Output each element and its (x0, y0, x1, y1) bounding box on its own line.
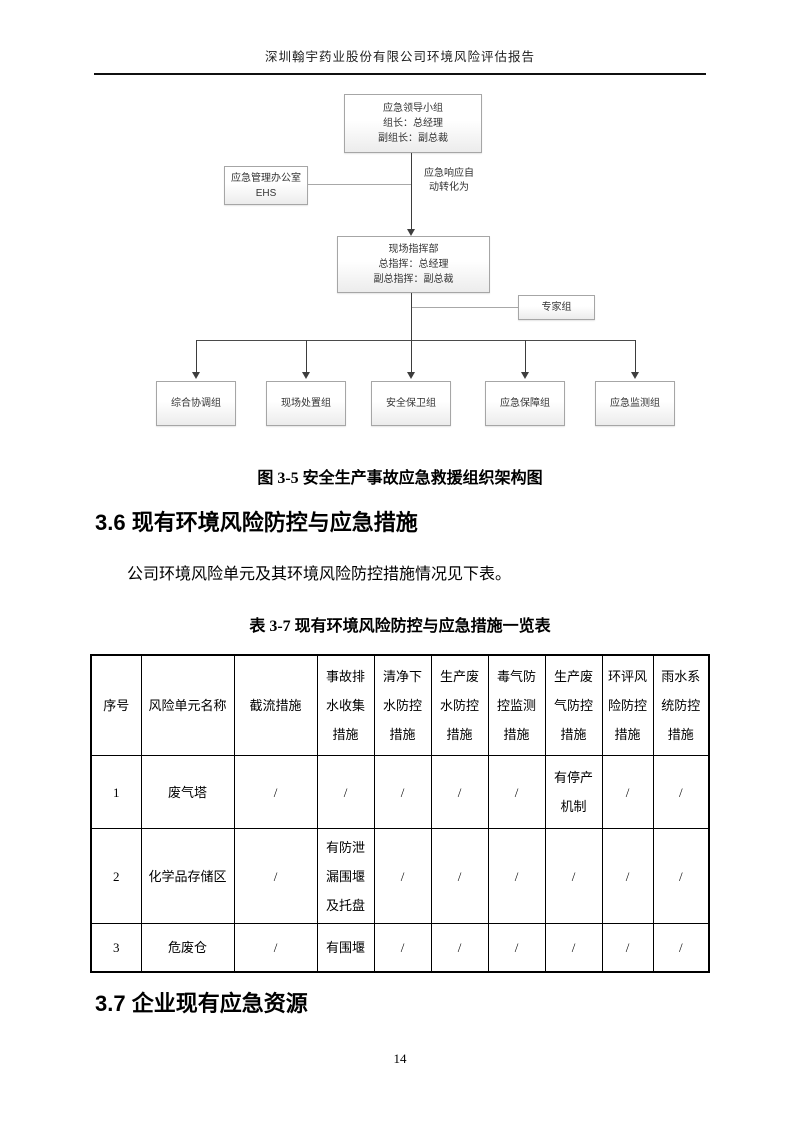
connector-line (635, 340, 636, 373)
table-header-cell: 生产废气防控措施 (544, 654, 603, 756)
table-row: 2 化学品存储区 / 有防泄漏围堰及托盘 / / / / / / (90, 828, 710, 924)
node-line: 专家组 (541, 302, 572, 313)
table-header-cell: 风险单元名称 (140, 654, 235, 756)
table-cell: 有防泄漏围堰及托盘 (316, 828, 375, 924)
section-heading-3-6: 3.6 现有环境风险防控与应急措施 (95, 510, 418, 535)
table-cell: 有停产机制 (544, 755, 603, 829)
figure-caption: 图 3-5 安全生产事故应急救援组织架构图 (257, 470, 543, 487)
table-cell: / (487, 755, 546, 829)
table-row: 1 废气塔 / / / / / 有停产机制 / / (90, 755, 710, 829)
node-line: 副组长：副总裁 (378, 133, 448, 144)
table-cell: / (652, 755, 710, 829)
table-cell: 1 (90, 755, 142, 829)
table-cell: / (487, 923, 546, 973)
risk-measures-table: 序号 风险单元名称 截流措施 事故排水收集措施 清净下水防控措施 生产废水防控措… (90, 654, 710, 973)
table-cell: / (373, 755, 432, 829)
node-line: 应急领导小组 (383, 103, 443, 114)
node-line: 应急管理办公室 (231, 172, 301, 184)
arrow-down-icon (407, 372, 415, 379)
table-header-cell: 事故排水收集措施 (316, 654, 375, 756)
running-header: 深圳翰宇药业股份有限公司环境风险评估报告 (264, 50, 535, 64)
table-cell: / (652, 828, 710, 924)
table-header-cell: 环评风险防控措施 (601, 654, 654, 756)
table-cell: / (233, 828, 318, 924)
node-line: EHS (255, 187, 277, 199)
arrow-down-icon (631, 372, 639, 379)
node-line: 现场指挥部 (388, 244, 439, 255)
table-caption: 表 3-7 现有环境风险防控与应急措施一览表 (249, 618, 551, 635)
node-team-monitoring: 应急监测组 (595, 381, 675, 426)
table-cell: 有围堰 (316, 923, 375, 973)
table-header-row: 序号 风险单元名称 截流措施 事故排水收集措施 清净下水防控措施 生产废水防控措… (90, 654, 710, 756)
node-emergency-leading-group: 应急领导小组 组长：总经理 副组长：副总裁 (344, 94, 482, 153)
arrow-down-icon (192, 372, 200, 379)
node-team-coordination: 综合协调组 (156, 381, 236, 426)
flow-annotation: 应急响应自动转化为 (424, 168, 474, 193)
table-cell: / (233, 923, 318, 973)
table-cell: / (601, 923, 654, 973)
page-number: 14 (393, 1051, 407, 1066)
arrow-down-icon (302, 372, 310, 379)
node-team-security: 安全保卫组 (371, 381, 451, 426)
table-cell: 化学品存储区 (140, 828, 235, 924)
node-line: 总指挥：总经理 (378, 259, 449, 270)
table-cell: / (544, 923, 603, 973)
section-heading-3-7: 3.7 企业现有应急资源 (95, 991, 308, 1016)
table-cell: / (487, 828, 546, 924)
connector-line (411, 293, 412, 340)
node-expert-group: 专家组 (518, 295, 595, 320)
table-cell: / (316, 755, 375, 829)
connector-line (525, 340, 526, 373)
table-cell: 废气塔 (140, 755, 235, 829)
table-cell: / (373, 828, 432, 924)
table-header-cell: 生产废水防控措施 (430, 654, 489, 756)
arrow-down-icon (407, 229, 415, 236)
arrow-down-icon (521, 372, 529, 379)
table-cell: / (430, 923, 489, 973)
table-cell: / (544, 828, 603, 924)
connector-line (411, 153, 412, 230)
table-cell: / (430, 828, 489, 924)
node-site-command: 现场指挥部 总指挥：总经理 副总指挥：副总裁 (337, 236, 490, 293)
connector-line (308, 184, 411, 185)
table-cell: 2 (90, 828, 142, 924)
connector-line (412, 307, 518, 308)
node-emergency-management-office: 应急管理办公室 EHS (224, 166, 308, 205)
node-line: 组长：总经理 (383, 118, 443, 129)
table-cell: / (652, 923, 710, 973)
table-cell: / (601, 755, 654, 829)
connector-line (196, 340, 635, 341)
table-cell: 危废仓 (140, 923, 235, 973)
table-cell: / (373, 923, 432, 973)
table-cell: 3 (90, 923, 142, 973)
table-header-cell: 清净下水防控措施 (373, 654, 432, 756)
header-divider (94, 73, 706, 75)
table-header-cell: 序号 (90, 654, 142, 756)
connector-line (306, 340, 307, 373)
org-chart: 应急领导小组 组长：总经理 副组长：副总裁 应急管理办公室 EHS 应急响应自动… (0, 93, 800, 428)
node-team-site-disposal: 现场处置组 (266, 381, 346, 426)
connector-line (196, 340, 197, 373)
connector-line (411, 340, 412, 373)
node-line: 副总指挥：副总裁 (373, 274, 454, 285)
table-cell: / (430, 755, 489, 829)
body-paragraph: 公司环境风险单元及其环境风险防控措施情况见下表。 (127, 566, 512, 583)
table-cell: / (233, 755, 318, 829)
table-header-cell: 毒气防控监测措施 (487, 654, 546, 756)
table-row: 3 危废仓 / 有围堰 / / / / / / (90, 923, 710, 973)
node-team-support: 应急保障组 (485, 381, 565, 426)
table-header-cell: 雨水系统防控措施 (652, 654, 710, 756)
table-cell: / (601, 828, 654, 924)
table-header-cell: 截流措施 (233, 654, 318, 756)
